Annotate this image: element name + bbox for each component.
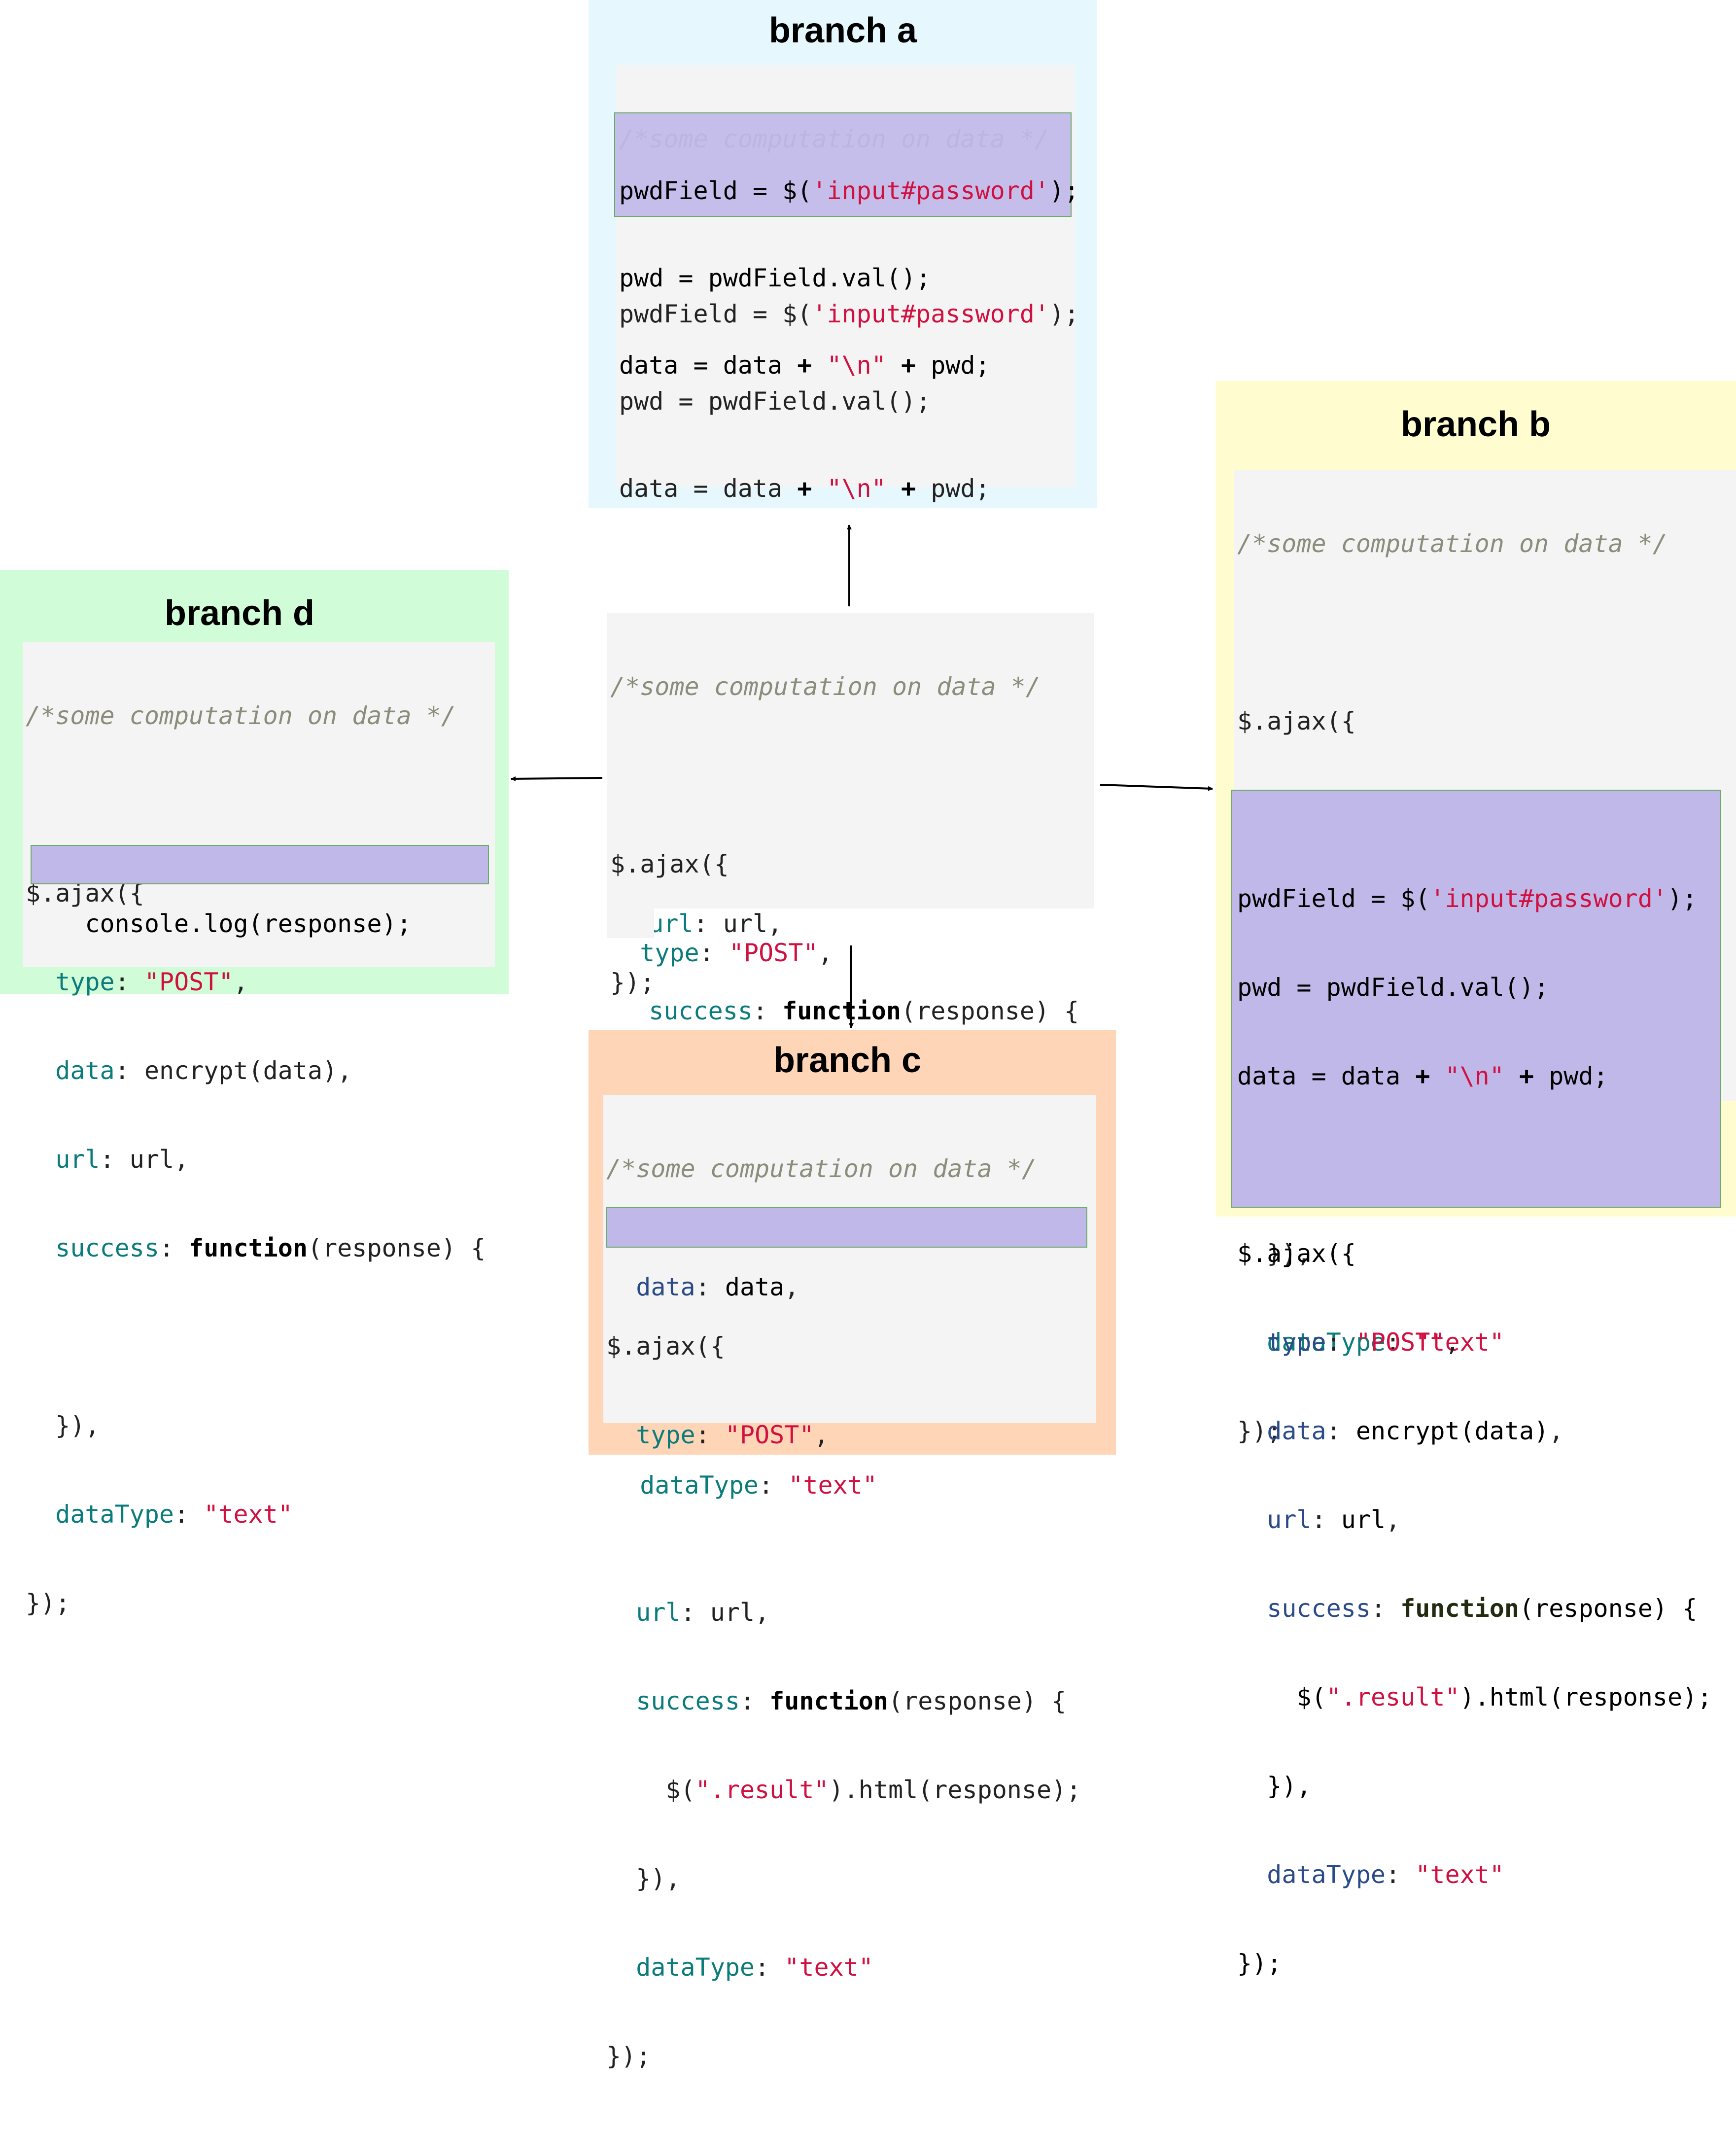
branch-c-highlight [606, 1207, 1087, 1248]
branch-a-panel: branch a /*some computation on data */ p… [589, 0, 1097, 1374]
branch-b-title: branch b [1400, 405, 1551, 444]
arrow-to-branch-b [1100, 784, 1213, 791]
branch-d-highlight [31, 845, 489, 884]
branch-a-title: branch a [768, 11, 917, 50]
arrows-layer [511, 524, 1213, 1028]
branch-c-panel: branch c /*some computation on data */ $… [589, 1030, 1116, 2070]
branch-d-panel: branch d /*some computation on data */ $… [0, 570, 509, 1617]
branch-d-title: branch d [164, 594, 315, 633]
branch-c-title: branch c [773, 1041, 922, 1080]
branch-b-highlight-code: pwdField = $('input#password'); pwd = pw… [1237, 884, 1712, 1978]
center-code: /*some computation on data */ $.ajax({ t… [607, 613, 1094, 1500]
branch-c-highlight-code: data: data, [636, 1273, 799, 1301]
branch-a-highlight-code: pwdField = $('input#password'); pwd = pw… [619, 176, 1079, 380]
branch-d-highlight-code: console.log(response); [85, 909, 412, 938]
branch-b-panel: branch b /*some computation on data */ $… [1215, 381, 1736, 1978]
center-code-close: }); [607, 908, 655, 997]
branch-a-highlight [614, 112, 1072, 217]
arrow-to-branch-d [511, 776, 603, 781]
branch-b-highlight [1231, 790, 1721, 1208]
